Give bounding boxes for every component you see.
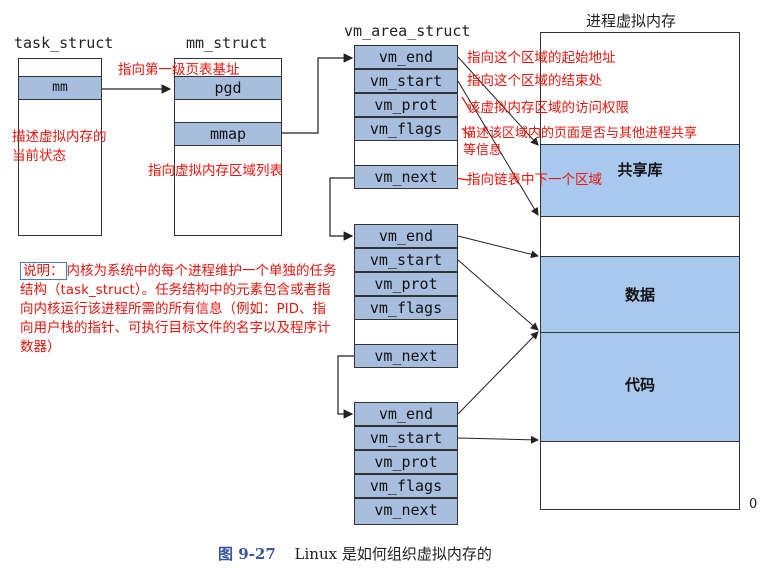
vm-area-1-vm-flags: vm_flags (354, 117, 458, 141)
figure-title: Linux 是如何组织虚拟内存的 (294, 545, 492, 563)
vm-area-2-vm-flags: vm_flags (354, 296, 458, 320)
figure-caption: 图 9-27 Linux 是如何组织虚拟内存的 (218, 543, 492, 564)
vm-start-annotation: 指向这个区域的结束处 (467, 73, 602, 89)
vm-area-2-vm-end: vm_end (354, 224, 458, 248)
task-struct-mm-field: mm (18, 76, 102, 100)
vm-next-arrow-1 (329, 177, 354, 241)
vm-area-3-vm-start: vm_start (354, 426, 458, 450)
mm-struct-title: mm_struct (186, 34, 268, 52)
vm-area-struct-2: vm_end vm_start vm_prot vm_flags vm_next (354, 224, 458, 368)
mmap-pointer-arrow (282, 53, 354, 134)
vm-next-arrow-2 (337, 355, 354, 419)
note-tag: 说明： (20, 262, 67, 280)
segment-data: 数据 (540, 256, 740, 333)
vm-area-3-vm-next: vm_next (354, 498, 458, 525)
figure-label: 图 9-27 (218, 545, 276, 563)
vm-prot-annotation-line (461, 96, 471, 111)
vm-area-3-vm-prot: vm_prot (354, 450, 458, 474)
segment-code: 代码 (540, 332, 740, 442)
zero-address-label: 0 (749, 497, 758, 512)
mmap-annotation: 指向虚拟内存区域列表 (148, 163, 283, 179)
vm-area-3-vm-flags: vm_flags (354, 474, 458, 498)
vm-next-annotation: 指向链表中下一个区域 (467, 172, 602, 188)
vm-area-1-vm-end: vm_end (354, 45, 458, 69)
area1-start-arrow (457, 80, 539, 216)
vm-area-2-vm-next: vm_next (354, 344, 458, 368)
vm-area-struct-3: vm_end vm_start vm_prot vm_flags vm_next (354, 402, 458, 525)
area2-end-arrow (457, 235, 539, 259)
vm-area-1-vm-next: vm_next (354, 165, 458, 189)
explanation-note: 说明：内核为系统中的每个进程维护一个单独的任务结构（task_struct）。任… (20, 262, 338, 357)
note-text: 内核为系统中的每个进程维护一个单独的任务结构（task_struct）。任务结构… (20, 263, 337, 355)
vm-prot-annotation: 该虚拟内存区域的访问权限 (467, 100, 629, 116)
segment-shared-lib: 共享库 (540, 144, 740, 217)
vm-area-2-vm-start: vm_start (354, 248, 458, 272)
mm-annotation: 描述虚拟内存的 当前状态 (12, 129, 107, 164)
task-struct-title: task_struct (14, 34, 114, 52)
task-struct-box: mm (18, 58, 102, 236)
vm-area-3-vm-end: vm_end (354, 402, 458, 426)
mm-struct-mmap-field: mmap (174, 122, 282, 146)
vm-area-1-vm-start: vm_start (354, 69, 458, 93)
area1-end-arrow (457, 56, 539, 146)
mm-struct-box: pgd mmap (174, 58, 282, 236)
vm-end-annotation: 指向这个区域的起始地址 (467, 50, 616, 66)
vm-flags-annotation-line (461, 127, 471, 137)
area3-end-arrow (457, 331, 539, 415)
area3-start-arrow (457, 435, 539, 444)
vm-area-2-vm-prot: vm_prot (354, 272, 458, 296)
area2-start-arrow (457, 259, 539, 331)
vm-area-1-vm-prot: vm_prot (354, 93, 458, 117)
mm-struct-pgd-field: pgd (174, 76, 282, 100)
process-vm-title: 进程虚拟内存 (586, 12, 677, 30)
vm-area-struct-title: vm_area_struct (344, 22, 471, 40)
process-vm-column: 共享库 数据 代码 (540, 32, 740, 510)
pgd-annotation: 指向第一级页表基址 (118, 62, 240, 78)
vm-flags-annotation: 描述该区域内的页面是否与其他进程共享 等信息 (463, 126, 698, 158)
vm-area-struct-1: vm_end vm_start vm_prot vm_flags vm_next (354, 45, 458, 189)
